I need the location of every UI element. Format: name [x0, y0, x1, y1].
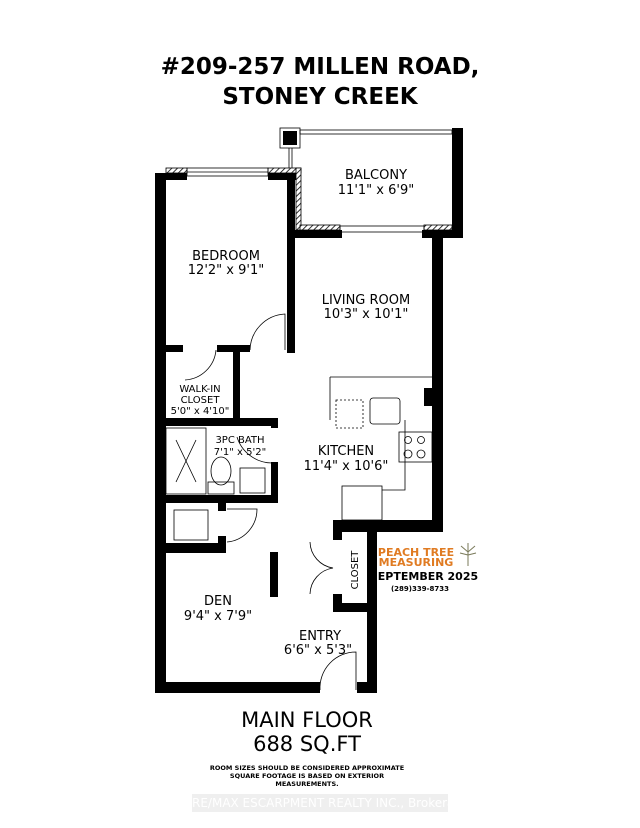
room-name-entry-closet: CLOSET [350, 550, 361, 590]
tree-icon [459, 543, 477, 566]
disclaimer-line-2: SQUARE FOOTAGE IS BASED ON EXTERIOR [229, 772, 385, 780]
measure-date: SEPTEMBER 2025 [370, 570, 478, 583]
disclaimer-line-3: MEASUREMENTS. [275, 780, 339, 788]
room-size-balcony: 11'1" x 6'9" [338, 183, 414, 198]
walls [155, 128, 463, 693]
floor-area: 688 SQ.FT [253, 732, 361, 756]
room-size-entry: 6'6" x 5'3" [284, 643, 352, 658]
room-size-walk-in-closet: 5'0" x 4'10" [171, 406, 230, 417]
room-name-balcony: BALCONY [345, 168, 407, 183]
room-size-bedroom: 12'2" x 9'1" [188, 263, 264, 278]
room-name-den: DEN [204, 594, 232, 609]
watermark: RE/MAX ESCARPMENT REALTY INC., Brokerage [192, 794, 470, 812]
phone-number: (289)339-8733 [391, 585, 449, 593]
floor-name: MAIN FLOOR [241, 708, 373, 732]
hatched-walls [165, 127, 453, 231]
brand-line-2: MEASURING [379, 556, 454, 569]
windows-doors [165, 129, 453, 691]
room-size-kitchen: 11'4" x 10'6" [304, 459, 389, 474]
room-name-bedroom: BEDROOM [192, 249, 260, 264]
title-line-1: #209-257 MILLEN ROAD, [160, 54, 480, 80]
title-line-2: STONEY CREEK [222, 84, 418, 110]
room-size-living-room: 10'3" x 10'1" [324, 307, 409, 322]
room-name-walk-in: WALK-IN [179, 384, 220, 395]
room-labels: BALCONY 11'1" x 6'9" BEDROOM 12'2" x 9'1… [171, 168, 415, 658]
room-name-entry: ENTRY [299, 629, 341, 644]
brand-line-1: PEACH TREE [378, 546, 454, 559]
room-size-den: 9'4" x 7'9" [184, 609, 252, 624]
room-name-bath: 3PC BATH [215, 435, 264, 446]
room-name-closet: CLOSET [181, 395, 221, 406]
room-name-living-room: LIVING ROOM [322, 293, 410, 308]
room-size-bath: 7'1" x 5'2" [214, 447, 266, 458]
room-name-kitchen: KITCHEN [318, 444, 374, 459]
disclaimer-line-1: ROOM SIZES SHOULD BE CONSIDERED APPROXIM… [209, 764, 405, 772]
brand-logo: PEACH TREE MEASURING SEPTEMBER 2025 (289… [370, 543, 478, 593]
